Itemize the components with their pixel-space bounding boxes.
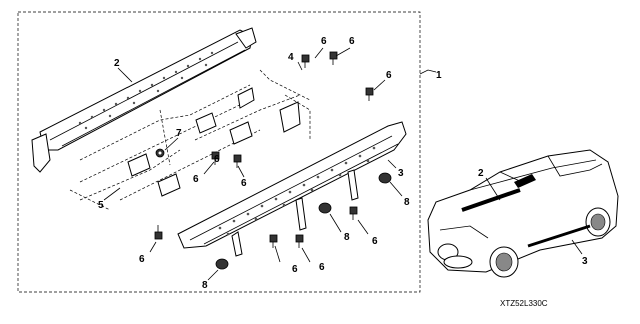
kit-boundary xyxy=(17,11,421,293)
caps xyxy=(215,172,392,270)
callout-3: 3 xyxy=(398,168,404,179)
callout-labels: 1 2 3 4 5 6 6 6 6 6 6 6 6 6 6 7 8 8 8 2 … xyxy=(98,36,588,291)
callout-6j: 6 xyxy=(214,154,220,165)
callout-6a: 6 xyxy=(321,36,327,47)
callout-4: 4 xyxy=(288,52,294,63)
callout-6g: 6 xyxy=(292,264,298,275)
bracket-guides xyxy=(69,69,311,211)
step-board-upper xyxy=(31,27,257,173)
vehicle-callout-3: 3 xyxy=(582,256,588,267)
callout-2: 2 xyxy=(114,58,120,69)
callout-7: 7 xyxy=(176,128,182,139)
callout-6c: 6 xyxy=(386,70,392,81)
callout-6e: 6 xyxy=(241,178,247,189)
mounting-brackets xyxy=(127,87,301,197)
callout-5: 5 xyxy=(98,200,104,211)
callout-1: 1 xyxy=(436,70,442,81)
callout-8a: 8 xyxy=(404,197,410,208)
callout-6b: 6 xyxy=(349,36,355,47)
callout-6d: 6 xyxy=(193,174,199,185)
step-board-lower xyxy=(177,121,407,257)
part-code: XTZ52L330C xyxy=(500,299,548,308)
callout-8b: 8 xyxy=(344,232,350,243)
callout-6f: 6 xyxy=(139,254,145,265)
callout-6i: 6 xyxy=(372,236,378,247)
vehicle-illustration xyxy=(427,149,619,278)
callout-6h: 6 xyxy=(319,262,325,273)
callout-8c: 8 xyxy=(202,280,208,291)
nut xyxy=(155,148,165,158)
leader-lines xyxy=(103,47,437,281)
bolts xyxy=(154,51,374,248)
vehicle-callout-2: 2 xyxy=(478,168,484,179)
